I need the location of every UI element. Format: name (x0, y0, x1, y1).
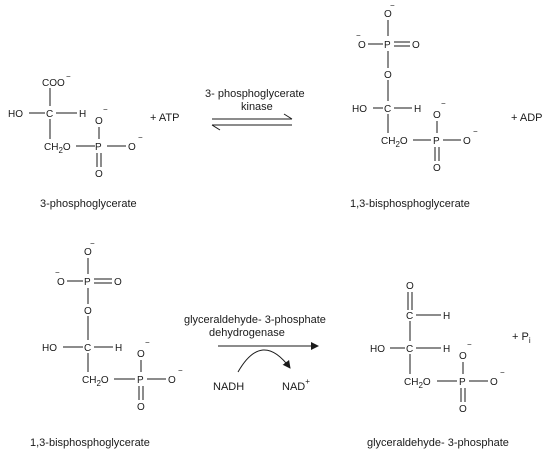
charge-minus: − (178, 366, 183, 375)
product-name-2: glyceraldehyde- 3-phosphate (367, 437, 509, 449)
atom-h: H (414, 104, 421, 115)
atom-p: P (459, 377, 466, 388)
atom-o-right: O (412, 40, 420, 51)
atom-o-top: O (384, 9, 392, 20)
enzyme-line1: 3- phosphoglycerate (205, 88, 305, 100)
atom-o-left: O (57, 277, 65, 288)
product-name: 1,3-bisphosphoglycerate (350, 198, 470, 210)
charge-minus: − (90, 239, 95, 248)
product-adp: + ADP (511, 112, 543, 124)
atom-o-right: O (114, 277, 122, 288)
molecule-1-3-bisphosphoglycerate-2: O − O − P O O HO C H CH2O P O − O − O (42, 239, 183, 413)
molecule-glyceraldehyde-3-phosphate: O C H HO C H CH2O P O − O − O (370, 281, 505, 415)
atom-h: H (79, 109, 86, 120)
arrow-reverse-barb (211, 124, 221, 131)
atom-h: H (115, 343, 122, 354)
charge-minus: − (441, 99, 446, 108)
arrow-cofactor-curve (237, 349, 291, 373)
atom-o-right: O (490, 377, 498, 388)
enzyme-line2: kinase (241, 101, 273, 113)
atom-o-link: O (84, 306, 92, 317)
atom-h: H (443, 344, 450, 355)
atom-c: C (384, 104, 391, 115)
molecule-1-3-bisphosphoglycerate: O − O − P O O HO C H CH2O P O − O − O (352, 1, 478, 174)
charge-minus: − (145, 338, 150, 347)
atom-o2-right: O (463, 136, 471, 147)
atom-o-link: O (384, 70, 392, 81)
atom-p: P (384, 40, 391, 51)
charge-minus: − (500, 368, 505, 377)
atom-c: C (406, 344, 413, 355)
charge-minus: − (66, 72, 71, 81)
product-pi: + Pi (512, 331, 531, 345)
charge-minus: − (356, 31, 361, 40)
atom-o-aldehyde: O (406, 281, 414, 292)
atom-coo: COO (42, 78, 65, 89)
atom-ch2o: CH2O (82, 375, 109, 388)
equilibrium-arrow: 3- phosphoglycerate kinase (205, 88, 305, 131)
atom-ho: HO (42, 343, 57, 354)
enzyme2-line1: glyceraldehyde- 3-phosphate (184, 314, 326, 326)
charge-minus: − (138, 133, 143, 142)
charge-minus: − (103, 105, 108, 114)
atom-c: C (84, 343, 91, 354)
charge-minus: − (467, 340, 472, 349)
atom-o-top: O (95, 116, 103, 127)
reactant-name: 3-phosphoglycerate (40, 198, 137, 210)
atom-p2: P (433, 136, 440, 147)
forward-arrow: glyceraldehyde- 3-phosphate dehydrogenas… (184, 314, 326, 393)
molecule-3-phosphoglycerate: COO − HO C H CH2O P O − O − O (8, 72, 143, 180)
atom-c-aldehyde: C (406, 311, 413, 322)
atom-o2-right: O (168, 375, 176, 386)
atom-o2-bottom: O (137, 402, 145, 413)
atom-o-left: O (358, 40, 366, 51)
atom-h-aldehyde: H (443, 311, 450, 322)
charge-minus: − (390, 1, 395, 10)
atom-ho: HO (370, 344, 385, 355)
atom-o2-top: O (137, 349, 145, 360)
atom-p: P (95, 142, 102, 153)
atom-p: P (84, 277, 91, 288)
atom-ho: HO (8, 109, 23, 120)
enzyme2-line2: dehydrogenase (209, 327, 285, 339)
atom-o-right: O (128, 142, 136, 153)
atom-ch2o: CH2O (381, 136, 408, 149)
reactant-name-2: 1,3-bisphosphoglycerate (30, 437, 150, 449)
cofactor-nadh: NADH (213, 381, 244, 393)
atom-o2-top: O (433, 110, 441, 121)
cofactor-nad: NAD+ (282, 377, 310, 393)
atom-ch2o: CH2O (44, 142, 71, 155)
atom-p2: P (137, 375, 144, 386)
atom-o-top: O (459, 351, 467, 362)
atom-o-top: O (84, 247, 92, 258)
atom-c: C (46, 109, 53, 120)
arrow-forward-barb (283, 113, 293, 120)
atom-ch2o: CH2O (404, 377, 431, 390)
atom-o-bottom: O (95, 169, 103, 180)
charge-minus: − (55, 268, 60, 277)
reagent-atp: + ATP (150, 112, 179, 124)
atom-o-bottom: O (459, 404, 467, 415)
atom-ho: HO (352, 104, 367, 115)
charge-minus: − (473, 127, 478, 136)
atom-o2-bottom: O (433, 163, 441, 174)
